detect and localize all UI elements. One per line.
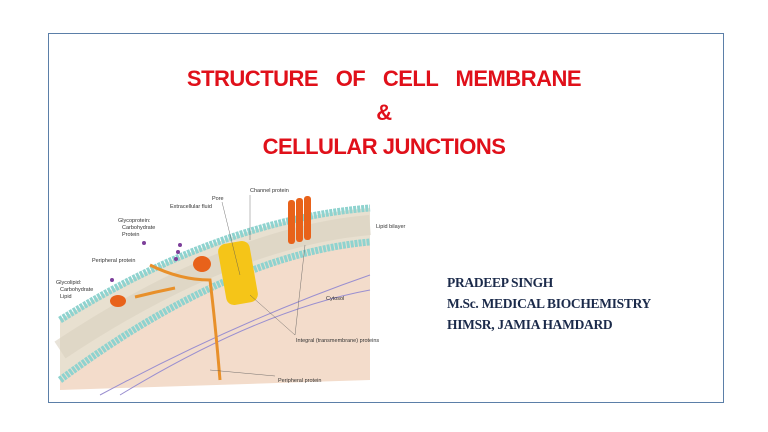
label-integral-proteins: Integral (transmembrane) proteins	[296, 338, 379, 344]
label-glycolipid-carbohydrate: Carbohydrate	[60, 287, 93, 293]
label-pore: Pore	[212, 196, 224, 202]
slide-title-line2: CELLULAR JUNCTIONS	[262, 134, 506, 159]
label-lipid-bilayer: Lipid bilayer	[376, 224, 406, 230]
label-glycolipid: Glycolipid:	[56, 280, 82, 286]
label-peripheral-protein-bottom: Peripheral protein	[278, 378, 321, 384]
slide-title-line1: STRUCTURE OF CELL MEMBRANE	[186, 66, 582, 91]
slide-frame	[48, 33, 724, 403]
author-name: PRADEEP SINGH	[447, 275, 553, 290]
author-affiliation: HIMSR, JAMIA HAMDARD	[447, 317, 613, 332]
label-glycolipid-lipid: Lipid	[60, 294, 72, 300]
label-glycoprotein-protein: Protein	[122, 232, 139, 238]
cell-membrane-diagram: Channel protein Pore Extracellular fluid…	[54, 188, 406, 396]
label-glycoprotein-carbohydrate: Carbohydrate	[122, 225, 155, 231]
label-channel-protein: Channel protein	[250, 188, 289, 194]
label-cytosol: Cytosol	[326, 296, 344, 302]
author-degree: M.Sc. MEDICAL BIOCHEMISTRY	[447, 296, 651, 311]
slide-title-ampersand: &	[376, 100, 392, 125]
label-glycoprotein: Glycoprotein:	[118, 218, 151, 224]
label-extracellular-fluid: Extracellular fluid	[170, 204, 212, 210]
label-peripheral-protein-top: Peripheral protein	[92, 258, 135, 264]
